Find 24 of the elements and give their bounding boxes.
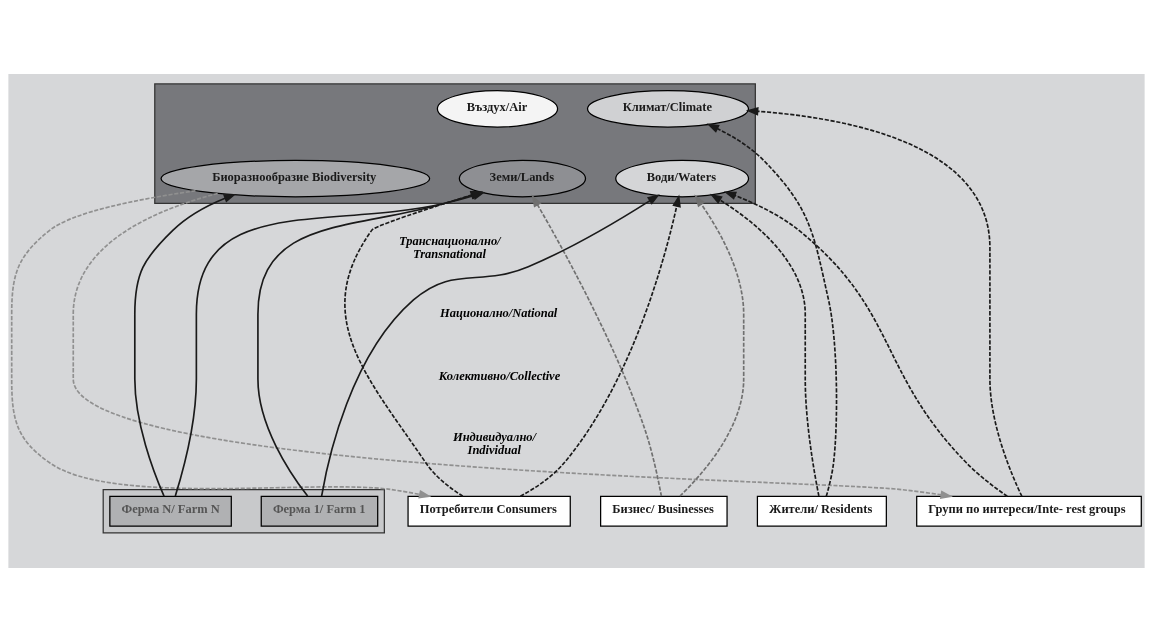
arrow [10, 189, 432, 499]
node-box: Ферма N/ Farm N [109, 495, 232, 527]
node-ellipse: Въздух/Air [436, 90, 559, 128]
node-box: Потребители Consumers [407, 495, 571, 527]
node-box: Жители/ Residents [756, 495, 887, 527]
arrow [745, 106, 1023, 498]
arrow [723, 191, 1009, 498]
arrow [706, 123, 838, 498]
arrow [531, 194, 663, 498]
node-ellipse: Биоразнообразие Biodiversity [160, 159, 431, 198]
node-box: Ферма 1/ Farm 1 [260, 495, 379, 527]
node-box: Бизнес/ Businesses [600, 495, 728, 527]
arrow [679, 194, 745, 497]
node-box: Групи по интереси/Inte- rest groups [916, 495, 1142, 527]
label: Транснационално/ Transnational [398, 234, 501, 261]
arrow [709, 193, 820, 497]
label: Национално/National [440, 306, 558, 321]
label: Колективно/Collective [438, 369, 561, 384]
arrow [519, 194, 681, 498]
arrow [320, 194, 660, 498]
cluster [102, 489, 385, 534]
arrow [134, 193, 237, 497]
label: Индивидуално/ Individual [452, 430, 537, 457]
node-ellipse: Климат/Climate [586, 90, 750, 128]
